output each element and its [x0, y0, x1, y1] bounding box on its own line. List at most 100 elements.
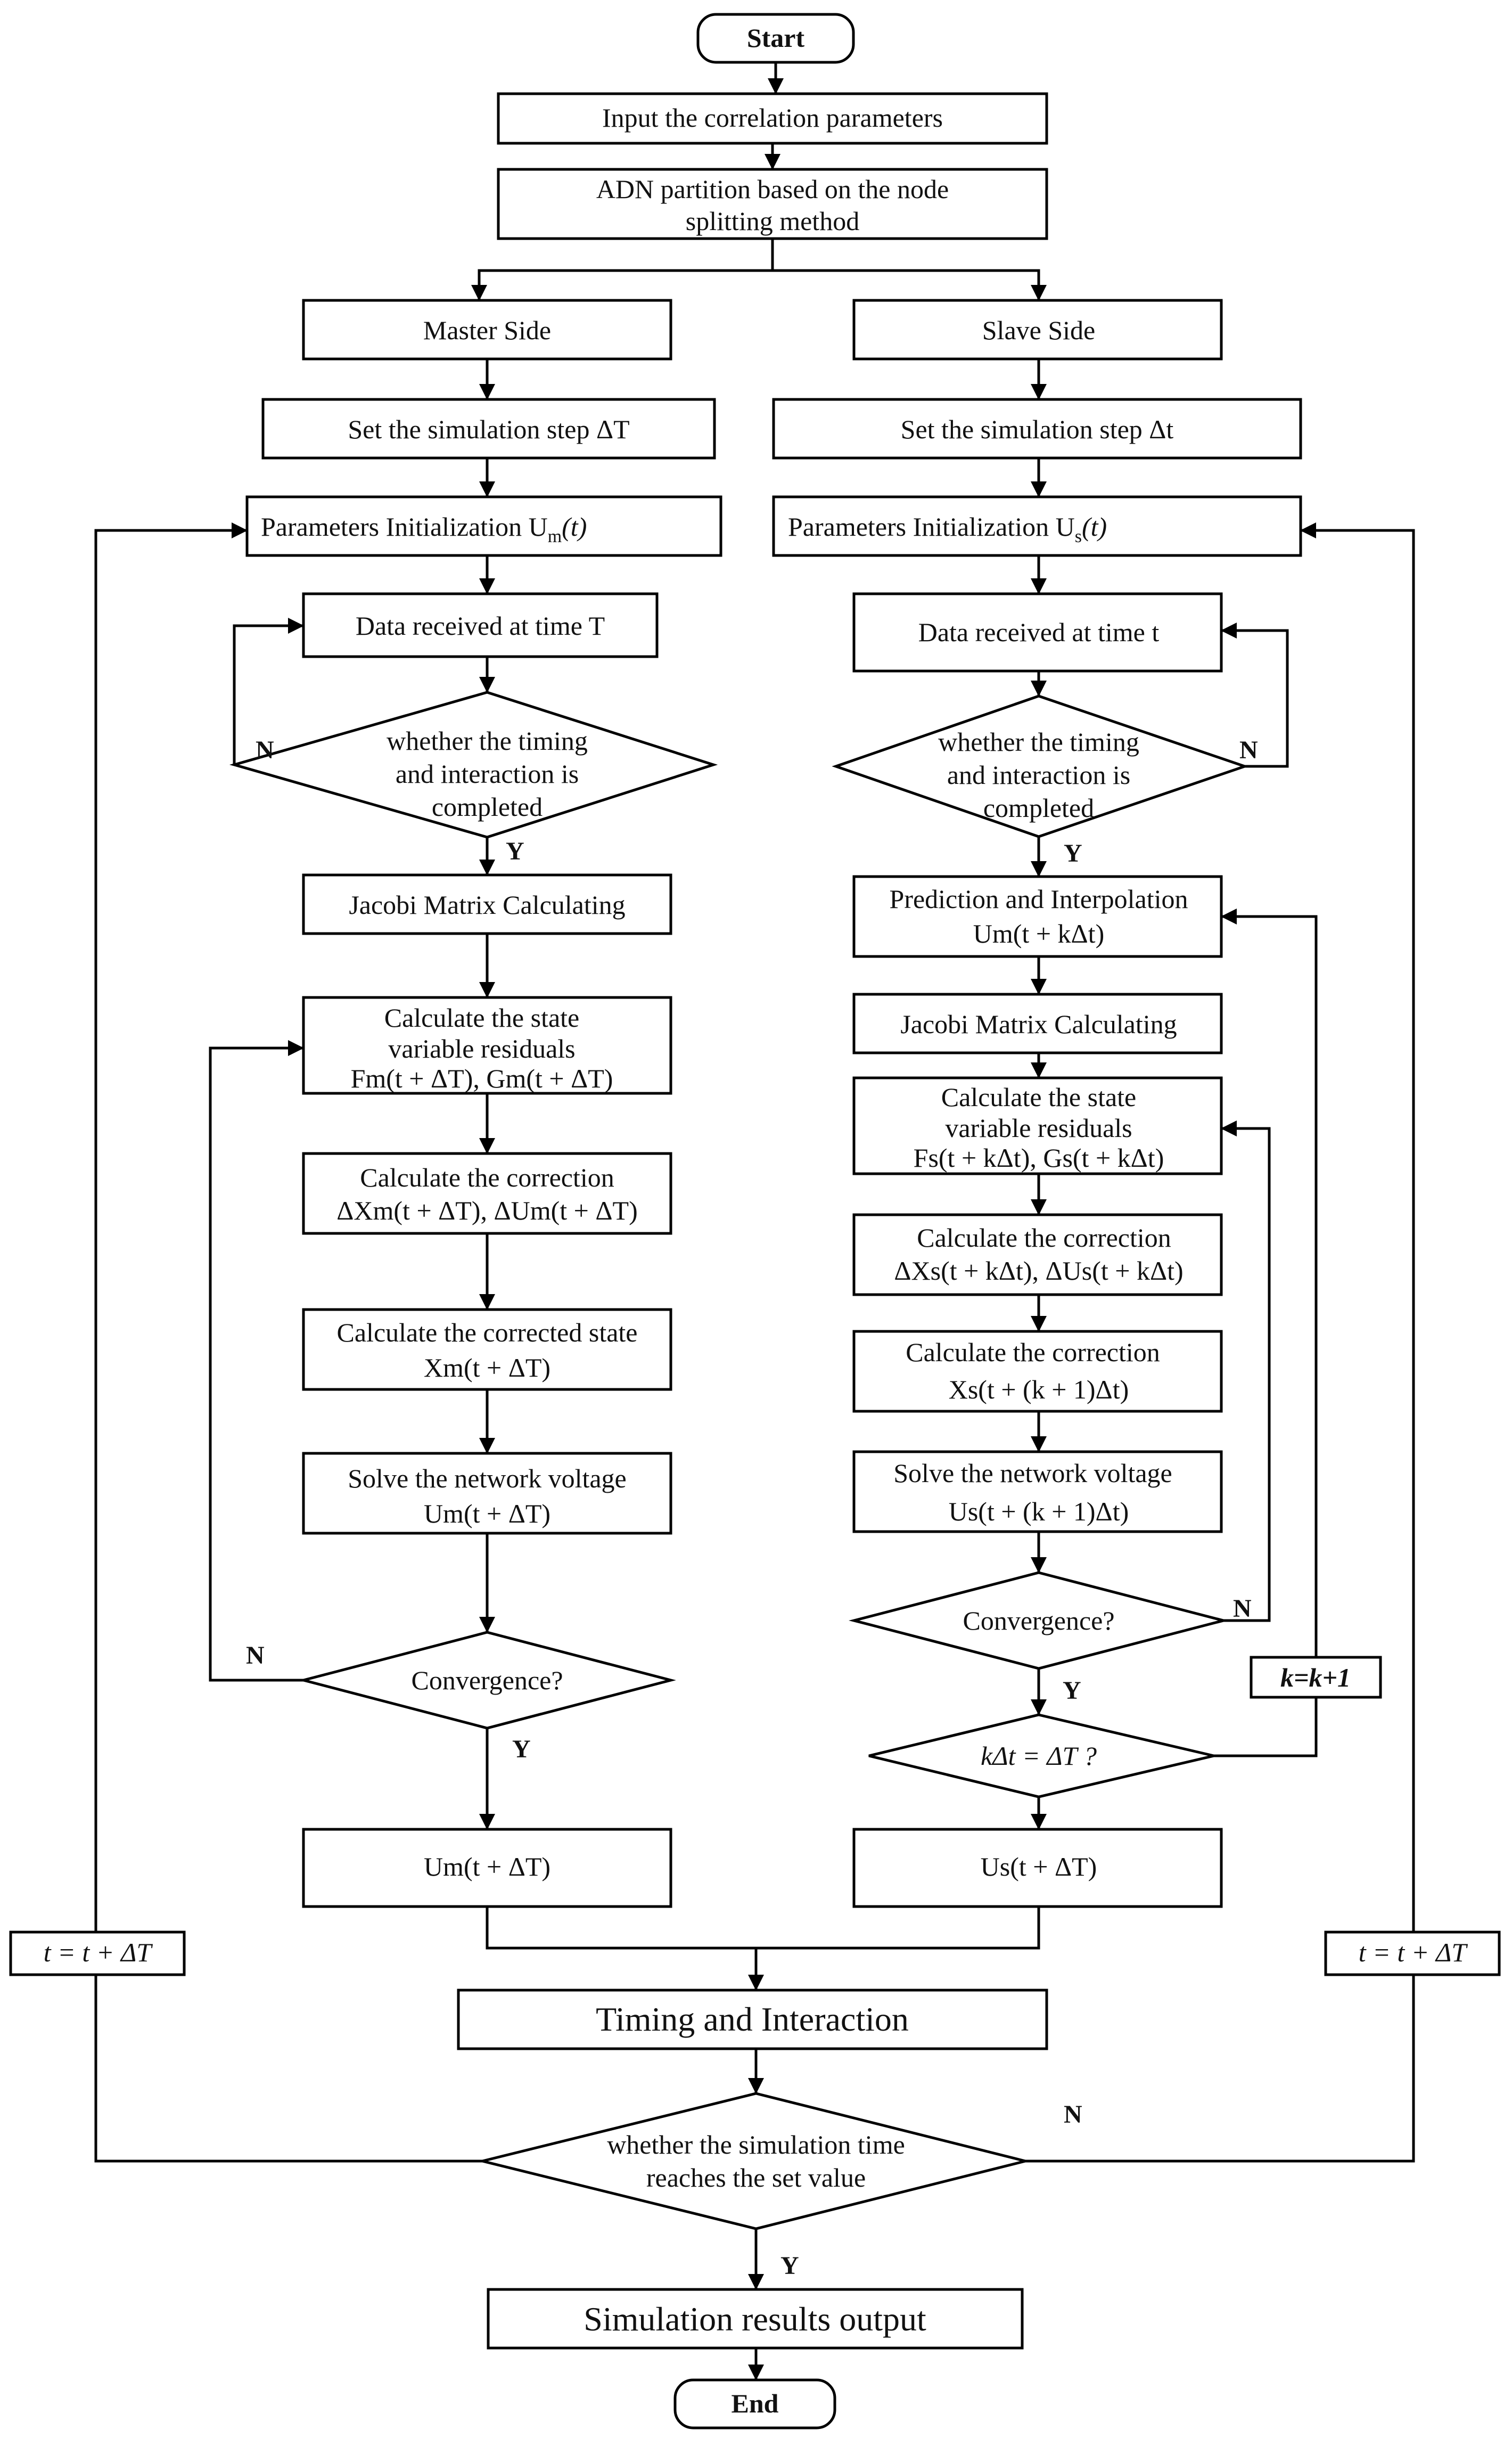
svg-text:Um(t + ΔT): Um(t + ΔT)	[424, 1499, 550, 1528]
svg-text:Solve the network voltage: Solve the network voltage	[348, 1463, 627, 1493]
svg-text:Set the simulation step ΔT: Set the simulation step ΔT	[348, 414, 629, 444]
svg-text:kΔt = ΔT ?: kΔt = ΔT ?	[981, 1741, 1097, 1771]
slave-conv-no-label: N	[1233, 1594, 1252, 1623]
svg-text:Master Side: Master Side	[423, 315, 551, 345]
slave-prediction-box: Prediction and Interpolation Um(t + kΔt)	[852, 875, 1223, 958]
svg-text:splitting method: splitting method	[686, 206, 859, 236]
slave-timing-no-label: N	[1239, 736, 1258, 764]
start-label: Start	[747, 23, 805, 53]
right-time-increment-box: t = t + ΔT	[1324, 1930, 1501, 1976]
master-residuals-box: Calculate the state variable residuals F…	[302, 996, 672, 1095]
svg-text:Parameters Initialization Us: Parameters Initialization Us(t)	[788, 512, 1107, 546]
master-voltage-box: Solve the network voltage Um(t + ΔT)	[302, 1452, 672, 1535]
svg-text:Calculate the state: Calculate the state	[384, 1003, 580, 1033]
slave-correction2-box: Calculate the correction Xs(t + (k + 1)Δ…	[852, 1330, 1223, 1413]
svg-text:Calculate the correction: Calculate the correction	[360, 1163, 614, 1192]
svg-text:Slave Side: Slave Side	[982, 315, 1095, 345]
simtime-no-label: N	[1064, 2100, 1082, 2129]
master-jacobi-box: Jacobi Matrix Calculating	[302, 873, 672, 935]
svg-text:Fs(t + kΔt), Gs(t + kΔt): Fs(t + kΔt), Gs(t + kΔt)	[914, 1143, 1164, 1173]
svg-text:Um(t + kΔt): Um(t + kΔt)	[973, 919, 1104, 948]
slave-jacobi-box: Jacobi Matrix Calculating	[852, 993, 1223, 1054]
svg-text:Convergence?: Convergence?	[963, 1606, 1114, 1635]
svg-text:Parameters Initialization: Parameters Initialization Um(t)	[261, 512, 587, 546]
svg-text:reaches the set value: reaches the set value	[646, 2163, 866, 2193]
slave-init-box: Parameters Initialization Us(t)	[772, 495, 1302, 557]
svg-text:whether the timing: whether the timing	[938, 727, 1139, 757]
svg-text:Calculate the correction: Calculate the correction	[917, 1223, 1171, 1253]
k-increment-box: k=k+1	[1250, 1656, 1382, 1699]
slave-step-box: Set the simulation step Δt	[772, 398, 1302, 460]
svg-text:k=k+1: k=k+1	[1280, 1663, 1351, 1692]
master-timing-yes-label: Y	[506, 837, 524, 865]
master-convergence-decision: Convergence?	[298, 1631, 676, 1730]
svg-text:t = t + ΔT: t = t + ΔT	[1359, 1937, 1468, 1967]
svg-text:Timing and Interaction: Timing and Interaction	[596, 2000, 909, 2038]
slave-timing-yes-label: Y	[1064, 839, 1082, 868]
svg-text:Set the simulation step Δt: Set the simulation step Δt	[901, 414, 1174, 444]
adn-partition-box: ADN partition based on the node splittin…	[497, 168, 1048, 240]
master-conv-yes-label: Y	[512, 1735, 531, 1763]
svg-text:Fm(t + ΔT), Gm(t + ΔT): Fm(t + ΔT), Gm(t + ΔT)	[351, 1064, 613, 1093]
timing-interaction-box: Timing and Interaction	[457, 1989, 1048, 2050]
svg-text:Calculate the corrected state: Calculate the corrected state	[337, 1318, 638, 1347]
svg-text:completed: completed	[432, 792, 543, 822]
slave-timing-decision: whether the timing and interaction is co…	[832, 694, 1249, 838]
svg-text:Jacobi Matrix Calculating: Jacobi Matrix Calculating	[349, 890, 625, 920]
slave-kdt-decision: kΔt = ΔT ?	[868, 1713, 1214, 1798]
svg-text:Calculate the state: Calculate the state	[941, 1082, 1137, 1112]
svg-text:Convergence?: Convergence?	[411, 1665, 563, 1695]
svg-text:variable residuals: variable residuals	[388, 1034, 575, 1064]
svg-text:ΔXm(t + ΔT), ΔUm(t + ΔT): ΔXm(t + ΔT), ΔUm(t + ΔT)	[336, 1196, 637, 1225]
input-parameters-box: Input the correlation parameters	[497, 92, 1048, 145]
master-timing-no-label: N	[256, 736, 274, 764]
end-node: End	[673, 2378, 836, 2429]
start-node: Start	[696, 13, 855, 64]
svg-text:t = t + ΔT: t = t + ΔT	[44, 1937, 153, 1967]
master-timing-decision: whether the timing and interaction is co…	[229, 691, 718, 839]
svg-text:Us(t + (k + 1)Δt): Us(t + (k + 1)Δt)	[949, 1496, 1129, 1526]
svg-text:Xs(t + (k + 1)Δt): Xs(t + (k + 1)Δt)	[949, 1375, 1129, 1404]
simtime-yes-label: Y	[780, 2252, 799, 2280]
slave-residuals-box: Calculate the state variable residuals F…	[852, 1076, 1223, 1175]
master-data-box: Data received at time T	[302, 592, 659, 658]
master-conv-no-label: N	[246, 1641, 265, 1670]
svg-text:Calculate the correction: Calculate the correction	[906, 1337, 1160, 1367]
master-step-box: Set the simulation step ΔT	[261, 398, 716, 460]
slave-output-box: Us(t + ΔT)	[852, 1828, 1223, 1908]
slave-conv-yes-label: Y	[1063, 1676, 1081, 1705]
svg-text:Simulation results output: Simulation results output	[584, 2300, 926, 2338]
svg-text:ΔXs(t + kΔt), ΔUs(t + kΔt): ΔXs(t + kΔt), ΔUs(t + kΔt)	[894, 1256, 1183, 1286]
svg-text:completed: completed	[983, 793, 1094, 823]
svg-text:Jacobi Matrix Calculating: Jacobi Matrix Calculating	[900, 1009, 1177, 1039]
master-output-box: Um(t + ΔT)	[302, 1828, 672, 1908]
left-time-increment-box: t = t + ΔT	[9, 1930, 186, 1976]
slave-correction-box: Calculate the correction ΔXs(t + kΔt), Δ…	[852, 1213, 1223, 1296]
svg-text:and interaction is: and interaction is	[947, 760, 1130, 790]
svg-text:whether the timing: whether the timing	[387, 726, 588, 756]
svg-text:ADN partition based on the nod: ADN partition based on the node	[596, 174, 949, 204]
svg-text:and interaction is: and interaction is	[396, 759, 579, 789]
slave-data-box: Data received at time t	[852, 592, 1223, 673]
svg-text:Us(t + ΔT): Us(t + ΔT)	[981, 1852, 1097, 1881]
svg-text:Prediction and Interpolation: Prediction and Interpolation	[890, 884, 1188, 914]
simulation-time-decision: whether the simulation time reaches the …	[482, 2092, 1026, 2230]
slave-voltage-box: Solve the network voltage Us(t + (k + 1)…	[852, 1450, 1223, 1533]
slave-convergence-decision: Convergence?	[849, 1571, 1229, 1670]
master-correction-box: Calculate the correction ΔXm(t + ΔT), ΔU…	[302, 1152, 672, 1235]
master-init-box: Parameters Initialization Um(t)	[245, 495, 722, 557]
end-label: End	[732, 2388, 779, 2418]
svg-text:Xm(t + ΔT): Xm(t + ΔT)	[424, 1353, 550, 1382]
svg-text:Um(t + ΔT): Um(t + ΔT)	[424, 1852, 550, 1881]
svg-text:whether the simulation time: whether the simulation time	[607, 2130, 905, 2159]
svg-text:Input the correlation paramete: Input the correlation parameters	[602, 103, 943, 133]
svg-text:Data received at time t: Data received at time t	[918, 617, 1160, 647]
master-side-box: Master Side	[302, 299, 672, 361]
svg-text:Solve the network voltage: Solve the network voltage	[893, 1458, 1172, 1488]
slave-side-box: Slave Side	[852, 299, 1223, 361]
svg-text:Data received at time T: Data received at time T	[356, 611, 605, 641]
master-corrected-state-box: Calculate the corrected state Xm(t + ΔT)	[302, 1308, 672, 1391]
svg-text:variable residuals: variable residuals	[945, 1113, 1132, 1143]
results-output-box: Simulation results output	[487, 2288, 1024, 2350]
